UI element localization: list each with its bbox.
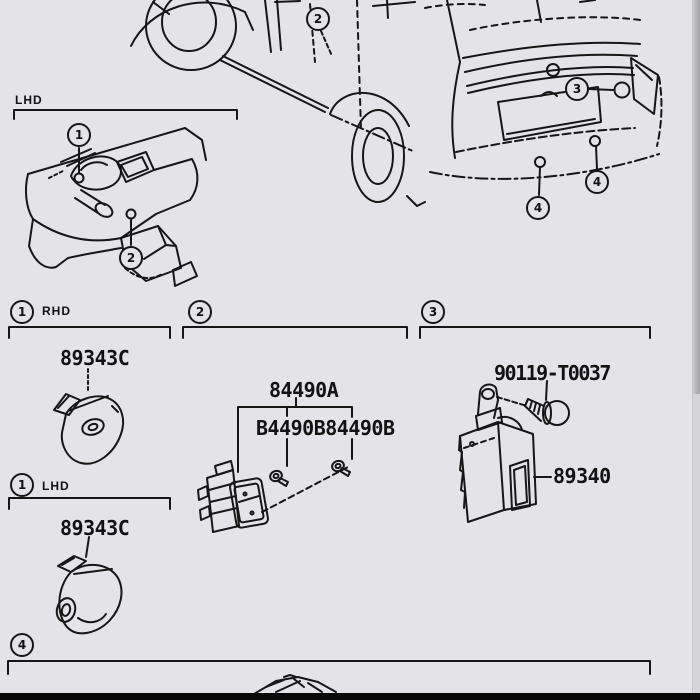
callout-dash-upper: 1 bbox=[67, 123, 91, 147]
sensor-lhd-illustration bbox=[55, 555, 123, 635]
part-number-84490a: 84490A bbox=[269, 378, 339, 402]
vehicle-illustration bbox=[130, 0, 663, 207]
fastener-left-illustration bbox=[269, 469, 289, 487]
section-callout-ecu: 3 bbox=[421, 300, 445, 324]
callout-bumper-left: 4 bbox=[526, 196, 550, 220]
ecu-illustration bbox=[458, 383, 537, 523]
scrollbar-thumb[interactable] bbox=[693, 0, 700, 394]
part-number-90119-t0037: 90119-T0037 bbox=[494, 361, 611, 385]
part-number-b4490b: B4490B bbox=[256, 416, 326, 440]
callout-bumper-right: 4 bbox=[585, 170, 609, 194]
sensor-rhd-illustration bbox=[53, 393, 125, 465]
scrollbar-track[interactable] bbox=[692, 0, 700, 693]
bottom-bar bbox=[0, 693, 700, 700]
part-number-89340: 89340 bbox=[553, 464, 611, 488]
part-number-84490b: 84490B bbox=[325, 416, 395, 440]
callout-front-door: 2 bbox=[306, 7, 330, 31]
dashboard-illustration bbox=[24, 127, 207, 287]
section-callout-switch: 2 bbox=[188, 300, 212, 324]
part-number-89343c-rhd: 89343C bbox=[60, 346, 130, 370]
fastener-right-illustration bbox=[331, 459, 351, 477]
rhd-label: RHD bbox=[42, 304, 71, 318]
lhd-label-bottom: LHD bbox=[42, 479, 70, 493]
section-callout-bottom: 4 bbox=[10, 633, 34, 657]
partial-part-illustration bbox=[253, 674, 337, 695]
callout-dash-lower: 2 bbox=[119, 246, 143, 270]
section-callout-rhd: 1 bbox=[10, 300, 34, 324]
switch-illustration bbox=[197, 460, 269, 533]
part-number-89343c-lhd: 89343C bbox=[60, 516, 130, 540]
callout-back-hatch: 3 bbox=[565, 77, 589, 101]
section-callout-lhd: 1 bbox=[10, 473, 34, 497]
lhd-label-top: LHD bbox=[15, 93, 43, 107]
